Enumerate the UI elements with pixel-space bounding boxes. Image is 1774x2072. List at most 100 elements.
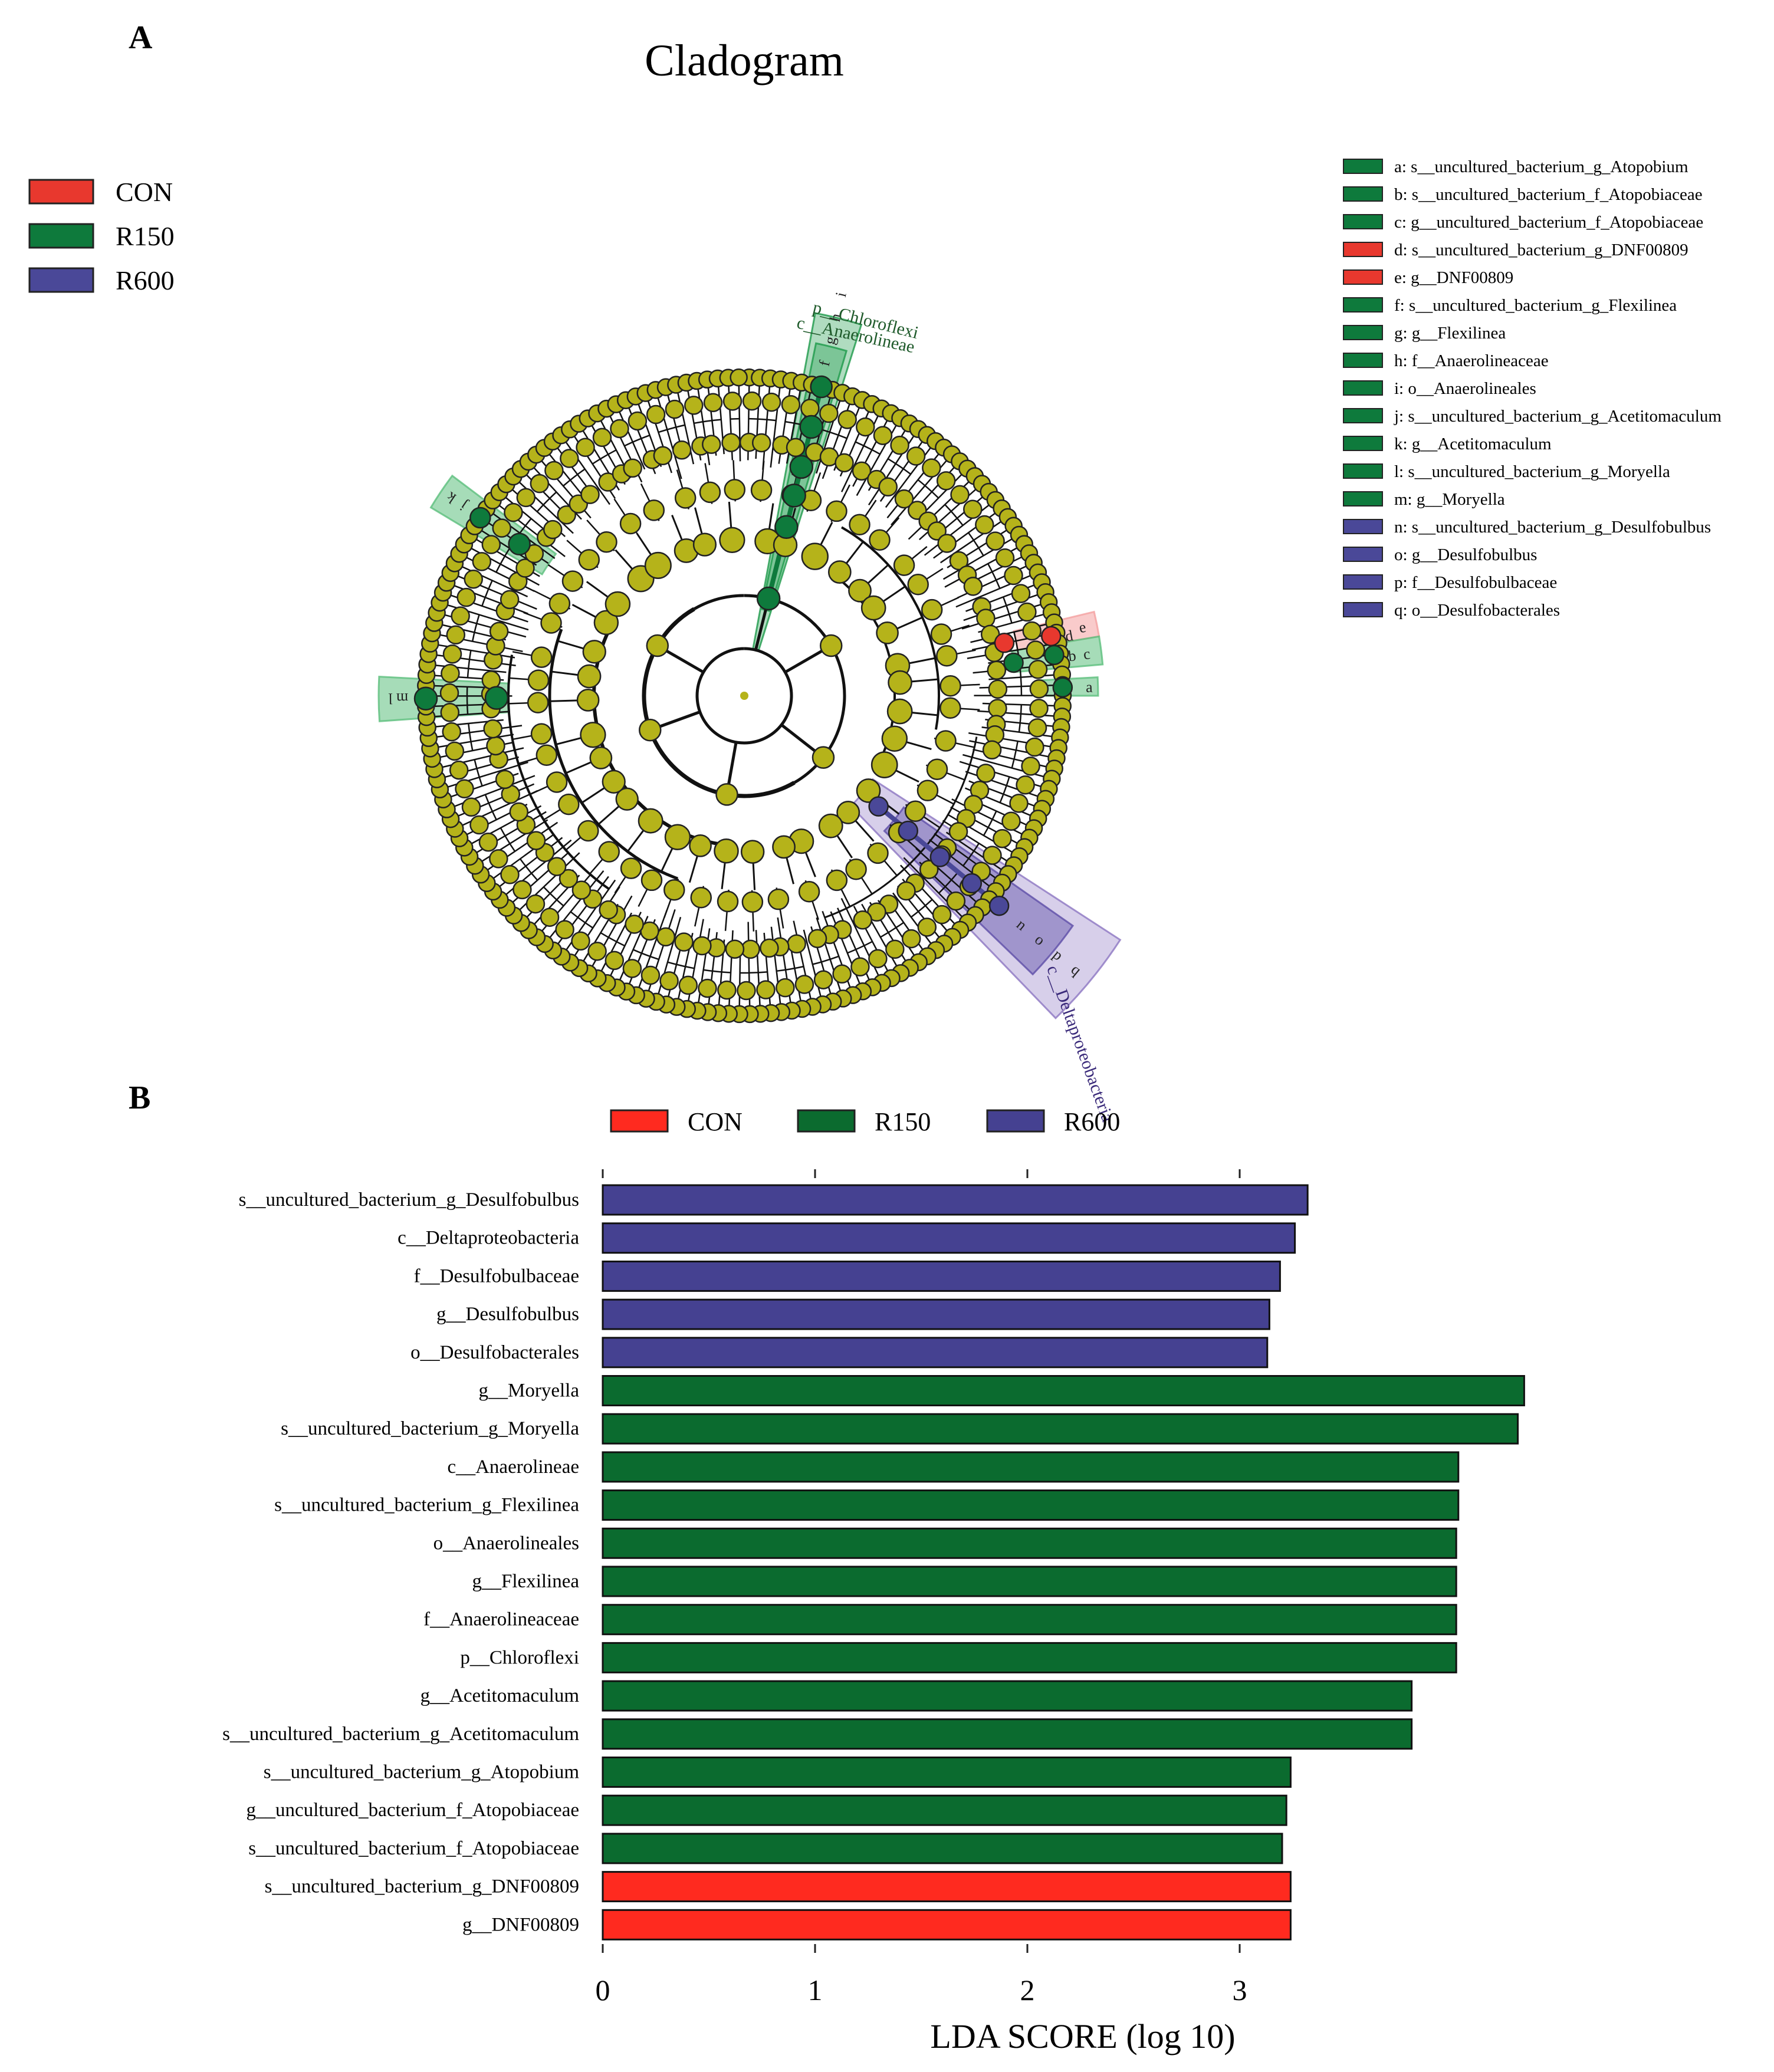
class-node (582, 640, 606, 664)
genus-node (963, 499, 983, 519)
lda-category-label: s__uncultured_bacterium_g_Atopobium (264, 1762, 580, 1783)
genus-node (906, 446, 926, 466)
genus-node (640, 965, 661, 985)
branch-arc (548, 629, 678, 880)
node-anaerolineales (782, 484, 806, 508)
lda-category-label: g__DNF00809 (462, 1914, 579, 1935)
order-node (620, 857, 642, 879)
lda-bar (602, 1527, 1457, 1559)
x-tick-label: 0 (596, 1974, 610, 2007)
node-legend-item-c: c: g__uncultured_bacterium_f_Atopobiacea… (1343, 213, 1703, 232)
node-legend-label: b: s__uncultured_bacterium_f_Atopobiacea… (1394, 185, 1703, 204)
family-node (702, 435, 721, 454)
node-delta-3 (961, 873, 983, 894)
genus-node (1027, 718, 1047, 738)
genus-node (837, 410, 857, 429)
branch-line (969, 740, 1057, 759)
branch-arc (471, 614, 480, 642)
order-node (907, 573, 929, 596)
lda-bar (602, 1794, 1287, 1826)
branch-line (770, 379, 782, 468)
genus-node (530, 473, 550, 494)
node-legend-swatch (1343, 408, 1383, 423)
cladogram-title: Cladogram (645, 36, 844, 85)
branch-line (892, 892, 937, 951)
class-node (576, 689, 600, 712)
genus-node (737, 981, 756, 1001)
branch-line (962, 754, 1052, 780)
branch-arc (658, 424, 685, 433)
genus-node (917, 917, 937, 937)
genus-node (1017, 602, 1037, 622)
phylum-node (715, 783, 738, 806)
lda-legend-item-r600: R600 (986, 1107, 1120, 1136)
letter-d: d (1064, 627, 1075, 645)
panel-b-label: B (129, 1080, 150, 1116)
order-node (826, 869, 848, 892)
branch-arc (667, 961, 695, 969)
lda-category-label: o__Desulfobacterales (410, 1342, 579, 1363)
genus-node (605, 951, 625, 971)
legend-swatch-r600 (28, 267, 94, 293)
genus-node (504, 502, 523, 522)
order-node (930, 623, 952, 645)
genus-node (489, 849, 508, 869)
family-node (721, 433, 741, 452)
order-node (643, 499, 665, 521)
genus-node (832, 964, 852, 984)
genus-node (794, 975, 814, 994)
legend-swatch-r150 (28, 223, 94, 249)
order-node (717, 890, 739, 913)
phylum-node (819, 634, 843, 657)
lda-bar (602, 1375, 1525, 1406)
class-node (577, 664, 602, 689)
branch-arc (917, 479, 939, 499)
family-node (495, 769, 515, 790)
order-node (849, 514, 870, 535)
node-legend-label: c: g__uncultured_bacterium_f_Atopobiacea… (1394, 213, 1703, 232)
genus-node (622, 959, 642, 978)
class-node (664, 824, 691, 850)
lda-category-labels: s__uncultured_bacterium_g_Desulfobulbusc… (222, 1189, 579, 1935)
branch-line (635, 909, 668, 996)
lda-bar (602, 1298, 1270, 1330)
node-legend-swatch (1343, 297, 1383, 313)
branch-arc (748, 417, 777, 422)
node-legend-item-q: q: o__Desulfobacterales (1343, 601, 1560, 620)
genus-node (742, 391, 762, 411)
genus-node (995, 548, 1015, 568)
node-flexilinea (799, 415, 823, 439)
family-node (919, 860, 939, 879)
branch-arc (855, 441, 881, 455)
family-node (751, 433, 771, 453)
genus-node (946, 891, 966, 911)
node-acetitomaculum (508, 532, 531, 556)
family-node (625, 915, 644, 934)
class-node (615, 787, 639, 811)
branch-arc (468, 723, 474, 751)
lda-legend: CON R150 R600 (610, 1107, 1120, 1136)
lda-x-axis-label: LDA SCORE (log 10) (930, 2017, 1235, 2055)
genus-node (873, 426, 893, 445)
lda-bar (602, 1871, 1292, 1903)
node-legend-item-g: g: g__Flexilinea (1343, 324, 1506, 343)
node-s-atopobiaceae (1044, 644, 1065, 666)
node-moryella (484, 686, 509, 710)
branch-arc (507, 655, 610, 890)
class-node (801, 542, 829, 570)
lda-category-label: s__uncultured_bacterium_g_Desulfobulbus (239, 1189, 579, 1211)
legend-item-con: CON (28, 177, 173, 207)
genus-node (1029, 699, 1049, 718)
order-node (596, 531, 617, 553)
branch-line (434, 747, 524, 770)
branch-line (513, 852, 580, 916)
genus-node (1025, 737, 1044, 757)
node-delta-2 (929, 847, 951, 867)
family-node (963, 577, 983, 596)
family-node (988, 679, 1008, 699)
genus-node (936, 471, 956, 491)
branch-arc (500, 827, 516, 852)
node-legend-label: l: s__uncultured_bacterium_g_Moryella (1394, 462, 1670, 481)
lda-legend-label-r150: R150 (875, 1107, 931, 1136)
